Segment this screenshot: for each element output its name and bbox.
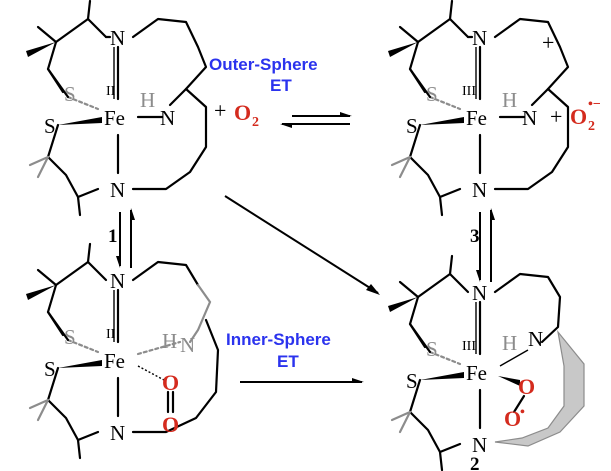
- nitrogen-atom-bottom: N: [110, 178, 125, 202]
- plus-sign-left: +: [214, 98, 226, 123]
- oxygen-atom-2: O: [504, 406, 521, 431]
- oxygen-atom-1: O: [518, 374, 535, 399]
- complex-1: Fe II N N N H S S: [24, 0, 208, 217]
- hydrogen-atom: H: [162, 329, 177, 353]
- cation-charge: +: [542, 30, 554, 55]
- hydrogen-atom: H: [502, 88, 517, 112]
- radical-dot: •: [520, 405, 525, 420]
- iron-atom: Fe: [466, 106, 487, 130]
- oxidation-state: III: [462, 84, 476, 99]
- oxidation-state: III: [462, 339, 476, 354]
- superoxide-label: O: [570, 104, 587, 129]
- sulfur-atom-front: S: [44, 114, 56, 138]
- oxygen-atom-2: O: [162, 412, 179, 437]
- superoxide-subscript: 2: [588, 119, 595, 134]
- compound-label-1: 1: [108, 226, 118, 247]
- nitrogen-atom-bottom: N: [110, 421, 125, 445]
- nitrogen-atom-top: N: [472, 281, 487, 305]
- compound-label-2: 2: [470, 454, 480, 471]
- iron-atom: Fe: [104, 106, 125, 130]
- nitrogen-atom-right: N: [160, 106, 175, 130]
- dioxygen-label: O: [234, 100, 251, 125]
- sulfur-atom-back: S: [426, 82, 438, 106]
- oxidation-state: II: [106, 84, 116, 99]
- iron-atom: Fe: [466, 361, 487, 385]
- iron-atom: Fe: [104, 349, 125, 373]
- nitrogen-atom-top: N: [472, 26, 487, 50]
- sulfur-atom-back: S: [64, 82, 76, 106]
- sulfur-atom-back: S: [426, 337, 438, 361]
- dioxygen-subscript: 2: [252, 115, 259, 130]
- outer-sphere-label: Outer-Sphere: [209, 55, 318, 74]
- sulfur-atom-front: S: [406, 114, 418, 138]
- sulfur-atom-back: S: [64, 325, 76, 349]
- oxygen-atom-1: O: [162, 370, 179, 395]
- nitrogen-atom-top: N: [110, 26, 125, 50]
- nitrogen-atom-top: N: [110, 269, 125, 293]
- complex-3: Fe III N N N H S S: [386, 0, 570, 217]
- plus-sign-right: +: [550, 104, 562, 129]
- nitrogen-atom-bottom: N: [472, 433, 487, 457]
- nitrogen-atom-back: N: [180, 333, 195, 357]
- superoxide-charge: •−: [588, 97, 601, 112]
- hydrogen-atom: H: [140, 88, 155, 112]
- complex-o2-adduct: Fe II N N N H S S O O: [26, 242, 220, 460]
- inner-sphere-et-label: ET: [277, 352, 299, 371]
- sulfur-atom-front: S: [44, 357, 56, 381]
- diagonal-arrow: [224, 195, 379, 294]
- outer-sphere-et-label: ET: [270, 76, 292, 95]
- hydrogen-atom: H: [502, 331, 517, 355]
- nitrogen-atom-right: N: [522, 106, 537, 130]
- sulfur-atom-front: S: [406, 369, 418, 393]
- oxidation-state: II: [106, 327, 116, 342]
- compound-label-3: 3: [470, 226, 480, 247]
- nitrogen-atom-right: N: [528, 327, 543, 351]
- complex-2: Fe III N N N H S S O O •: [388, 254, 585, 471]
- nitrogen-atom-bottom: N: [472, 178, 487, 202]
- inner-sphere-label: Inner-Sphere: [226, 330, 331, 349]
